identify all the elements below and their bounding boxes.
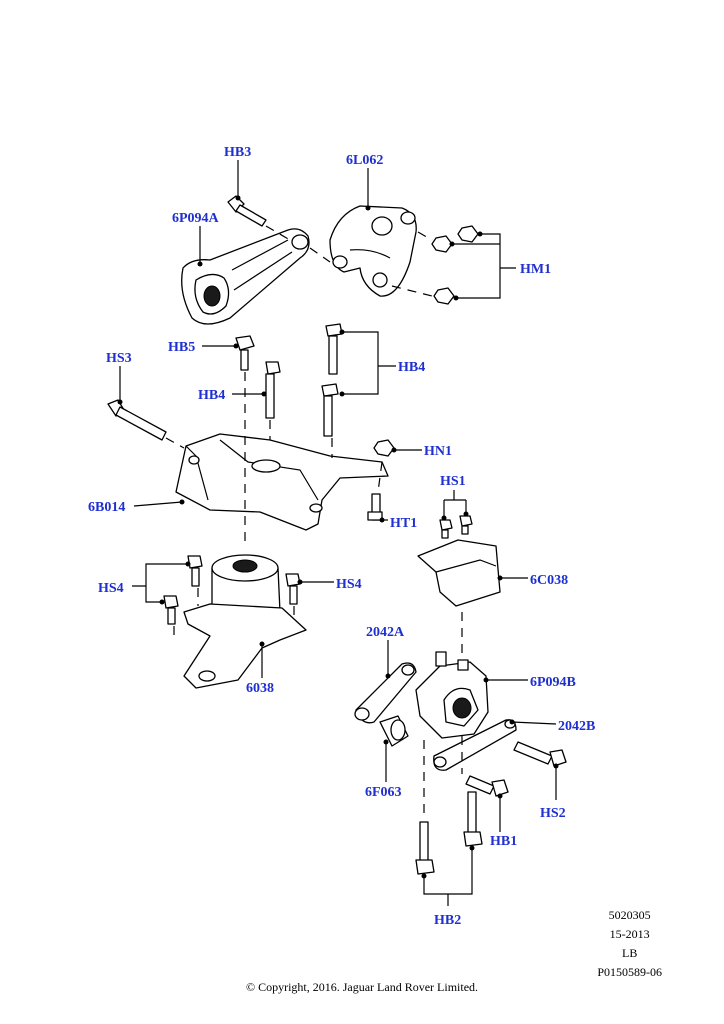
label-HB3: HB3 [224,145,251,160]
label-HN1: HN1 [424,444,452,459]
bolt-HB5 [235,335,255,371]
label-HT1: HT1 [390,516,417,531]
label-6P094A: 6P094A [172,211,220,226]
label-2042A: 2042A [366,625,405,640]
label-HB5: HB5 [168,340,195,355]
label-6F063: 6F063 [365,785,402,800]
bolts-HS1 [439,515,473,539]
label-6L062: 6L062 [346,153,383,168]
nut-HN1 [373,439,395,457]
diagram-code: 5020305 [608,908,651,922]
copyright-notice: © Copyright, 2016. Jaguar Land Rover Lim… [245,980,479,994]
diagram-reference-block: 5020305 15-2013 LB P0150589-06 [597,906,662,982]
label-HB1: HB1 [490,834,517,849]
link-2042A [354,662,417,724]
label-6P094B: 6P094B [530,675,576,690]
label-6B014: 6B014 [88,500,125,515]
label-HS2: HS2 [540,806,566,821]
label-HS1: HS1 [440,474,466,489]
label-6038: 6038 [246,681,274,696]
bolt-HS2 [513,741,567,767]
diagram-region: LB [621,946,638,960]
assembly-dashed-lines [165,225,463,818]
label-6C038: 6C038 [530,573,568,588]
label-HS4-left: HS4 [98,581,124,596]
bolts-HB2 [415,791,483,875]
stud-HT1 [367,493,383,521]
leader-lines [117,160,559,906]
label-2042B: 2042B [558,719,595,734]
bracket-6L062 [329,205,417,297]
bracket-6B014 [175,433,389,531]
label-HM1: HM1 [520,262,551,277]
bush-6F063 [379,715,409,747]
mount-6038 [183,554,307,689]
diagram-ref: P0150589-06 [597,965,662,979]
label-HB2: HB2 [434,913,461,928]
diagram-date: 15-2013 [609,927,650,941]
bolts-HB4-right [321,323,343,437]
mount-6P094B [415,651,489,739]
bolts-HS4-left [163,555,203,625]
label-HB4-left: HB4 [198,388,225,403]
cover-6C038 [417,539,501,607]
label-HS4-right: HS4 [336,577,362,592]
bolt-HB3 [227,195,267,227]
bolt-HS4-right [285,573,301,605]
nuts-HM1 [431,225,479,305]
part-labels: HB3 6L062 6P094A HM1 HB5 HS3 HB4 HB4 HN1… [88,145,595,928]
bolt-HB1 [465,775,509,797]
bolt-HB4-left [265,361,281,419]
label-HB4-right: HB4 [398,360,425,375]
bolt-HS3 [107,399,167,441]
label-HS3: HS3 [106,351,132,366]
upper-torque-rod-6P094A [181,228,310,325]
